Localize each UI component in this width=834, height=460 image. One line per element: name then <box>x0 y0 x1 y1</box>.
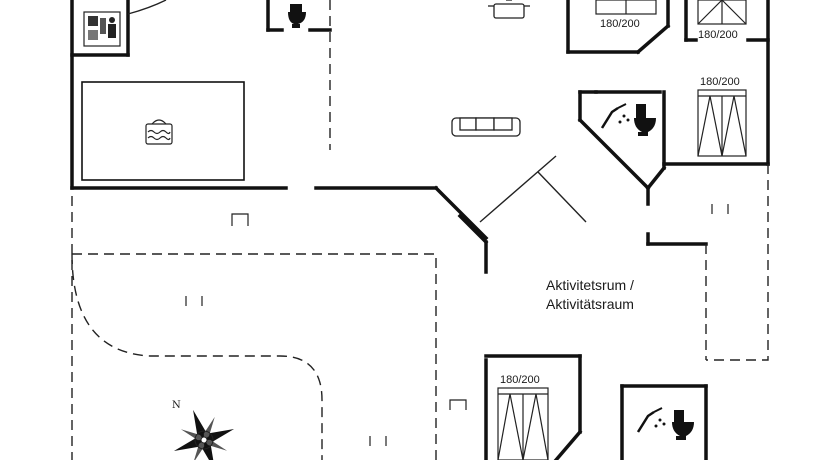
pool <box>81 81 245 181</box>
cooking-pot-icon <box>488 0 530 19</box>
bed-size-label-right-mid: 180/200 <box>700 76 740 88</box>
wall-diag-left <box>433 185 489 241</box>
toilet-icon <box>672 410 694 440</box>
walls <box>70 0 770 460</box>
double-bed-icon <box>697 89 747 157</box>
wall-bed4-diag <box>553 429 583 460</box>
shower-icon <box>636 407 666 433</box>
compass-rose-icon <box>173 409 235 460</box>
wall-bath-diag <box>577 117 651 191</box>
thin-lines <box>71 0 769 460</box>
wall-diag-door <box>457 213 489 245</box>
terrace-inner-dashed <box>71 253 323 460</box>
bed-size-label-top-center: 180/200 <box>600 18 640 30</box>
sauna-door-arc <box>127 0 167 15</box>
sofa-icon <box>451 117 521 137</box>
wall-bath-diag-b <box>645 165 667 191</box>
step-marker-b <box>449 399 467 410</box>
step-markers <box>185 204 729 446</box>
pool-icon <box>145 119 173 145</box>
compass-north-label: N <box>172 400 181 411</box>
partition-diag-a <box>479 155 557 223</box>
double-bed-icon <box>497 387 549 460</box>
pool-basin <box>81 81 245 181</box>
sauna-icon <box>83 11 121 47</box>
double-bed-icon <box>697 0 747 25</box>
double-bed-icon <box>595 0 657 15</box>
bed-size-label-bottom-center: 180/200 <box>500 374 540 386</box>
bed-size-label-top-right: 180/200 <box>698 29 738 41</box>
toilet-icon <box>634 104 656 136</box>
shower-icon <box>600 103 630 129</box>
activity-room-label: Aktivitetsrum / Aktivitätsraum <box>528 276 652 314</box>
terrace-right-dashed <box>706 164 769 361</box>
activity-room-label-line1: Aktivitetsrum / <box>546 277 634 293</box>
step-marker-a <box>231 213 249 226</box>
partition-diag-b <box>537 171 587 223</box>
wall-bed1-diag <box>635 23 671 55</box>
terrace-outer-dashed <box>72 253 437 460</box>
toilet-icon <box>288 4 306 28</box>
activity-room-label-line2: Aktivitätsraum <box>546 296 634 312</box>
